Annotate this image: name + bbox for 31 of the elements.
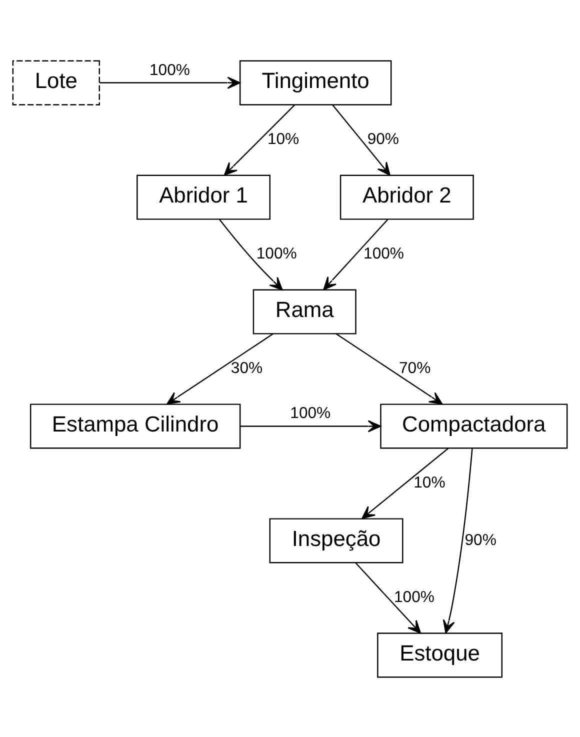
node-box: Rama bbox=[252, 288, 356, 334]
edge-label: 30% bbox=[230, 360, 263, 377]
edge-label: 10% bbox=[414, 474, 446, 492]
arrow bbox=[362, 447, 449, 519]
edge-label: 10% bbox=[267, 130, 300, 148]
node-box: Tingimento bbox=[239, 60, 392, 105]
arrow bbox=[355, 562, 422, 634]
edge-label: 100% bbox=[290, 404, 331, 422]
edge-label: 70% bbox=[398, 360, 431, 377]
arrow bbox=[332, 104, 390, 176]
edge-label: 100% bbox=[364, 245, 404, 262]
arrow bbox=[218, 218, 283, 290]
arrow bbox=[336, 332, 443, 404]
node-box: Lote bbox=[12, 60, 100, 105]
arrow bbox=[240, 420, 382, 432]
arrow bbox=[323, 218, 388, 290]
node-box: Estoque bbox=[377, 632, 503, 678]
edge-label: 90% bbox=[464, 531, 496, 548]
node-box: Abridor 2 bbox=[340, 174, 474, 220]
node-box: Compactadora bbox=[380, 403, 568, 448]
node-box: Abridor 1 bbox=[136, 174, 271, 220]
edge-label: 100% bbox=[149, 61, 190, 78]
arrow bbox=[166, 332, 274, 404]
edge-label: 100% bbox=[394, 588, 434, 606]
node-box: Estampa Cilindro bbox=[30, 403, 241, 448]
arrow bbox=[100, 76, 241, 88]
arrow bbox=[442, 448, 473, 633]
edge-label: 100% bbox=[256, 245, 297, 262]
edge-label: 90% bbox=[367, 130, 400, 148]
arrow bbox=[224, 104, 295, 176]
node-box: Inspeção bbox=[269, 518, 404, 563]
